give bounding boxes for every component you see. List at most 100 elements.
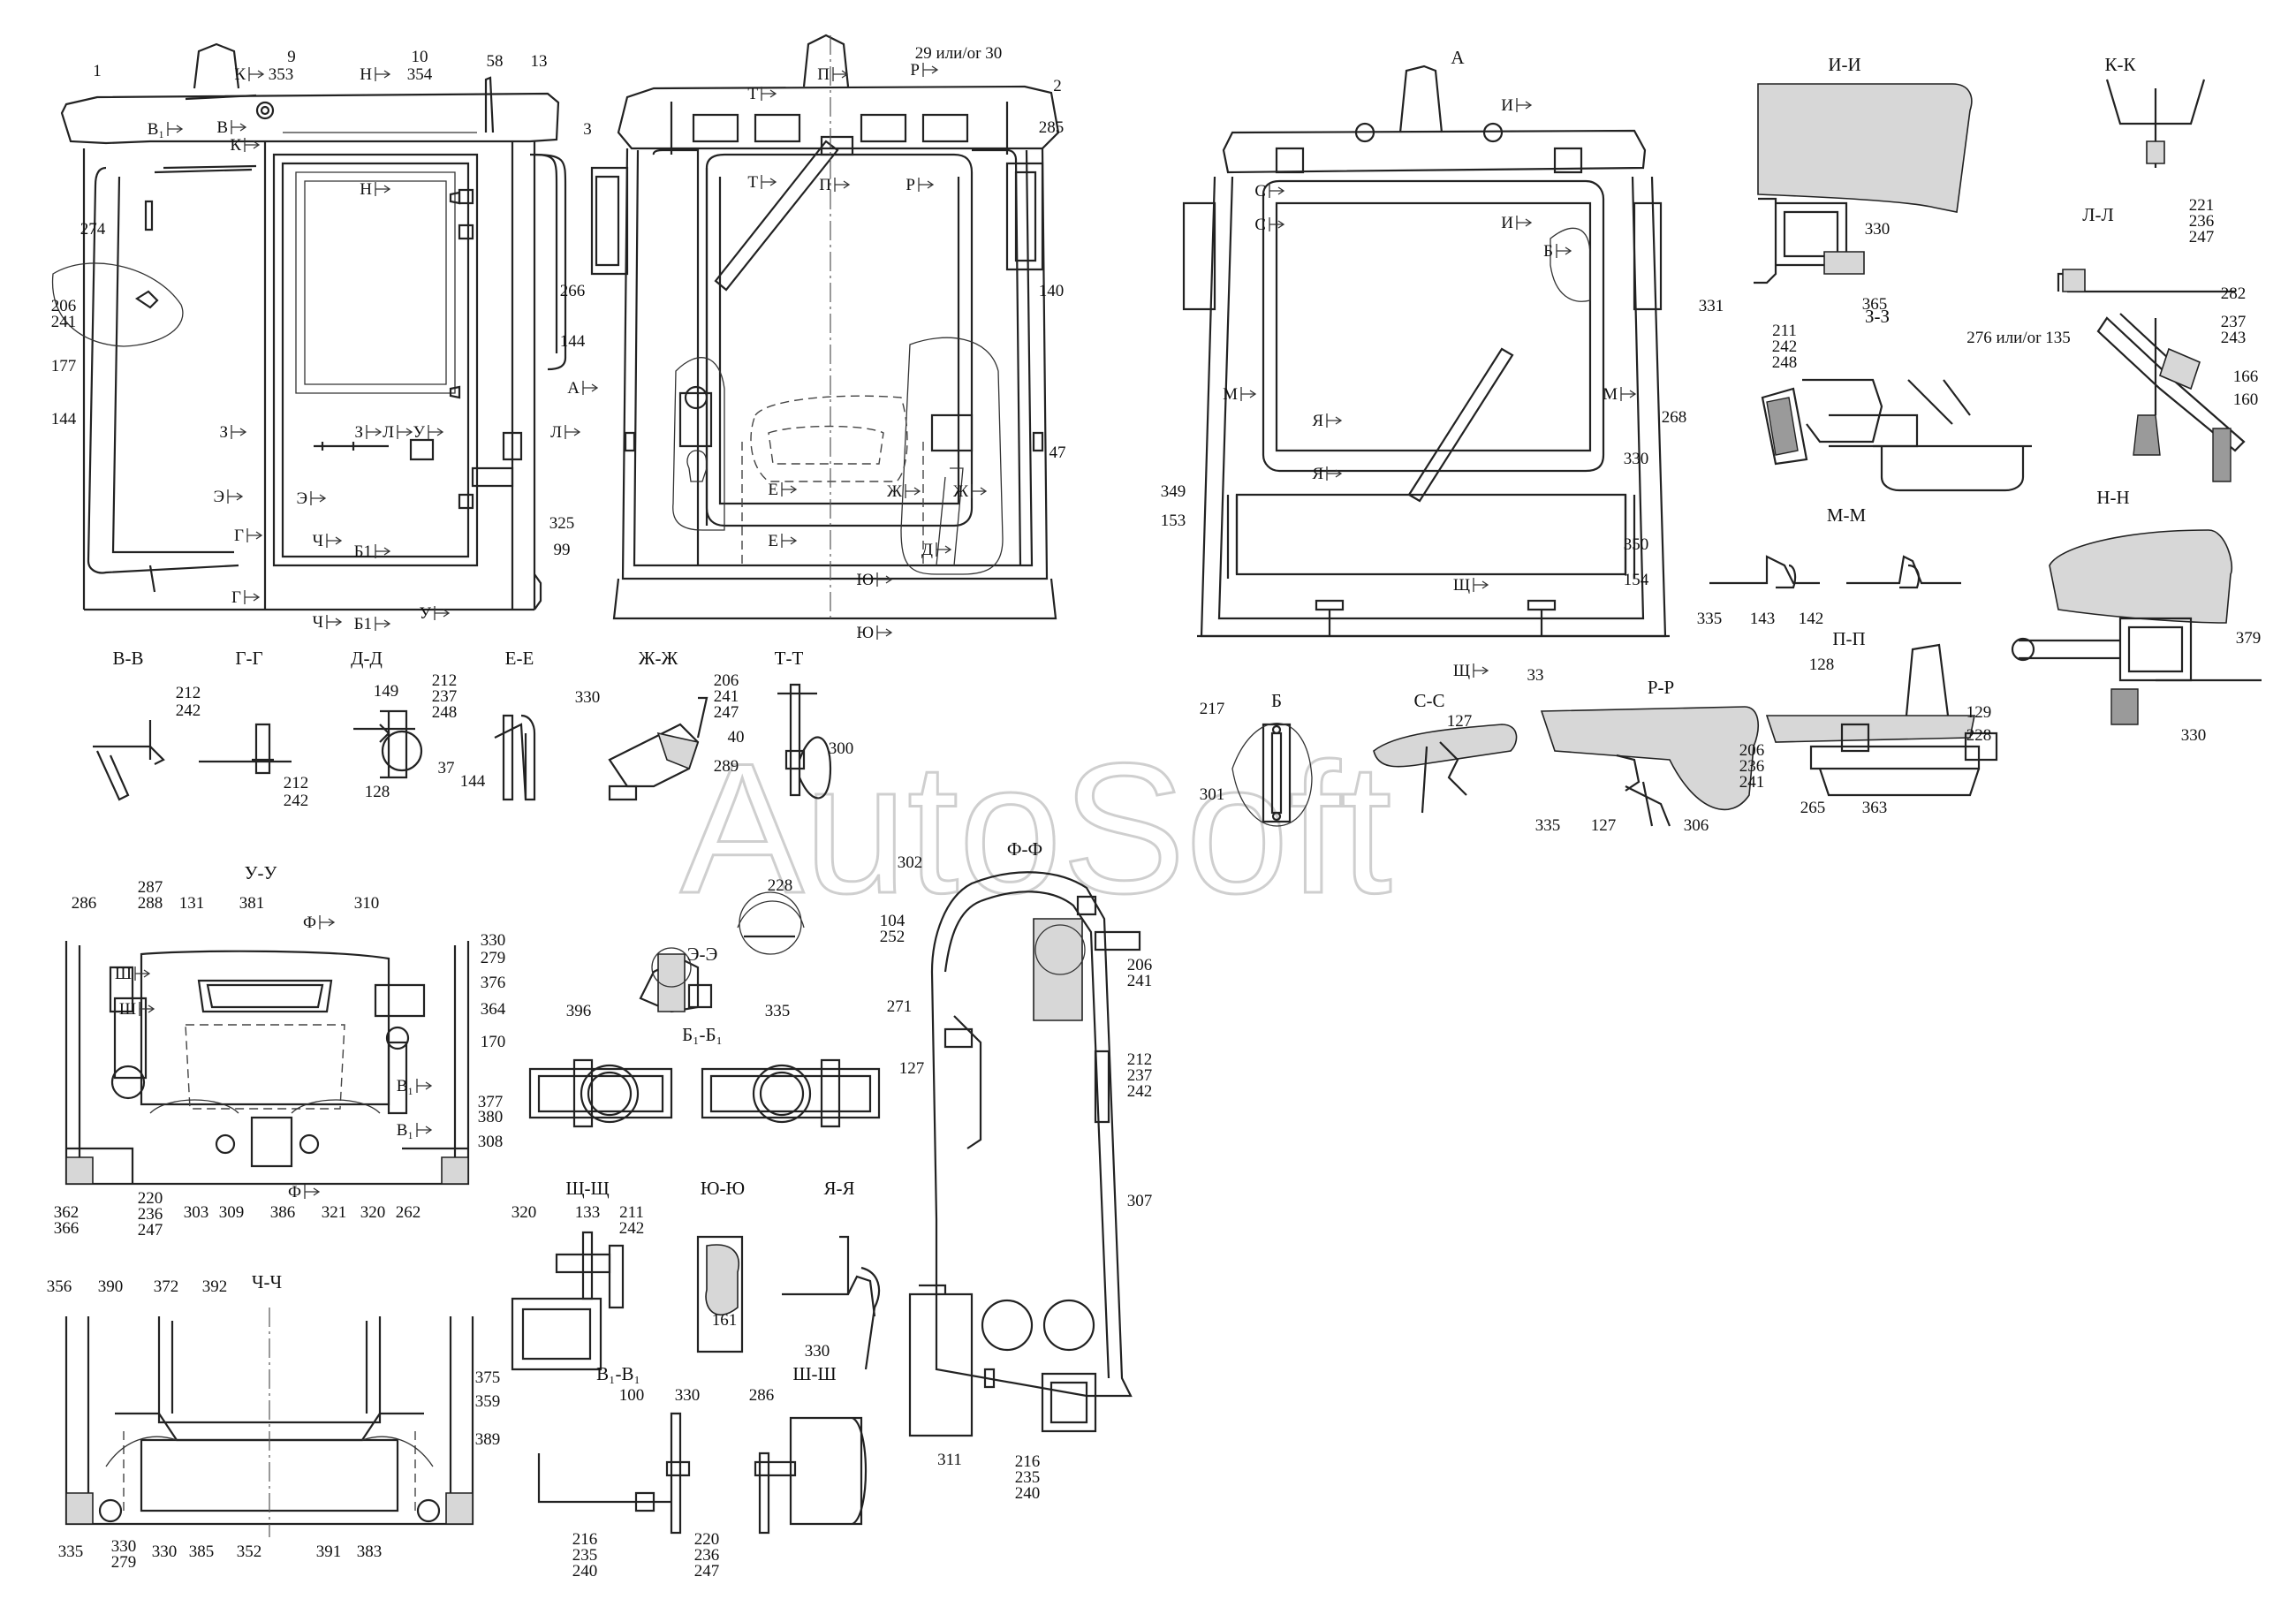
part-callout: 161 xyxy=(712,1311,738,1330)
cut-marker-letter: Щ xyxy=(1453,662,1470,680)
part-callout: 10 xyxy=(412,48,428,66)
section-yu-yu xyxy=(696,1235,744,1353)
part-callout: 320 xyxy=(511,1203,537,1222)
cut-marker-letter: Н xyxy=(360,65,372,84)
cut-marker-arrow xyxy=(319,915,336,929)
cut-marker-letter: Ч xyxy=(313,532,323,550)
cut-marker-letter: К xyxy=(230,136,241,155)
part-callout: 379 xyxy=(2236,629,2262,648)
cut-marker-arrow xyxy=(936,542,952,557)
part-callout: 99 xyxy=(554,541,571,559)
cut-marker-letter: Р xyxy=(910,61,920,80)
part-callout: 212 xyxy=(284,774,309,792)
part-callout: 212 xyxy=(176,684,201,702)
part-callout: 100 xyxy=(619,1386,645,1405)
cut-marker-letter: Н xyxy=(360,180,372,199)
cut-marker-arrow xyxy=(971,484,988,498)
cut-marker: Г xyxy=(231,588,261,607)
section-title-zz: З-З xyxy=(1865,306,1890,327)
part-callout: 220 xyxy=(138,1189,163,1208)
cut-marker: У xyxy=(420,604,451,623)
part-callout: 307 xyxy=(1127,1192,1153,1210)
section-title-nn: Н-Н xyxy=(2096,487,2129,508)
cut-marker-arrow xyxy=(428,425,444,439)
part-callout: 9 xyxy=(287,48,296,66)
cut-marker-arrow xyxy=(375,617,391,631)
part-callout: 383 xyxy=(357,1543,383,1561)
part-callout: 3 xyxy=(583,120,592,139)
part-callout: 228 xyxy=(768,876,793,895)
cut-marker-letter: З xyxy=(354,423,363,442)
cut-marker: Р xyxy=(906,176,935,194)
part-callout: 242 xyxy=(1127,1082,1153,1101)
cut-marker-letter: С xyxy=(1254,182,1266,201)
cut-marker-arrow xyxy=(397,425,413,439)
section-t-t xyxy=(777,683,832,800)
part-callout: 228 xyxy=(1966,726,1992,745)
section-title-yaya: Я-Я xyxy=(823,1178,854,1199)
part-callout: 288 xyxy=(138,894,163,913)
cut-marker-arrow xyxy=(1516,98,1533,112)
cut-marker-arrow xyxy=(139,1002,155,1016)
section-title-b1b1: Б₁-Б₁ xyxy=(682,1024,723,1045)
cut-marker: Ш xyxy=(119,1000,155,1019)
part-callout: 160 xyxy=(2233,390,2259,409)
section-m-m xyxy=(1709,555,1961,589)
section-e-e-2 xyxy=(639,891,805,1013)
cut-marker-arrow xyxy=(1620,387,1637,401)
cut-marker: Ж xyxy=(953,482,988,501)
cut-marker: Ю xyxy=(856,571,893,589)
cut-marker: Б1 xyxy=(354,615,391,633)
cut-marker-arrow xyxy=(1516,216,1533,230)
section-v-v xyxy=(93,720,165,801)
cut-marker: Я xyxy=(1312,465,1343,483)
part-callout: 359 xyxy=(475,1392,501,1411)
cut-marker: Е xyxy=(768,481,798,499)
cut-marker: С xyxy=(1254,182,1285,201)
cut-marker: Э xyxy=(296,489,327,508)
section-u-u xyxy=(64,941,470,1186)
section-n-n xyxy=(2011,529,2262,725)
cut-marker: К xyxy=(230,136,261,155)
part-callout: 131 xyxy=(179,894,205,913)
cut-marker-letter: В₁ xyxy=(397,1077,413,1095)
section-title-ff: Ф-Ф xyxy=(1007,838,1042,860)
section-ya-ya xyxy=(782,1235,881,1370)
cut-marker-letter: Г xyxy=(231,588,241,607)
part-callout: 235 xyxy=(1015,1468,1041,1487)
section-k-k xyxy=(2105,79,2206,168)
cut-marker-letter: П xyxy=(819,176,831,194)
part-callout: 144 xyxy=(560,332,586,351)
cut-marker: Ч xyxy=(313,532,343,550)
cut-marker: В xyxy=(216,118,247,137)
cut-marker-letter: Ш xyxy=(115,965,132,983)
cut-marker-arrow xyxy=(582,381,599,395)
cut-marker-arrow xyxy=(905,484,921,498)
section-i-i xyxy=(1754,83,1973,284)
part-callout: 271 xyxy=(887,997,913,1016)
cut-marker: Ш xyxy=(115,965,151,983)
cut-marker: Е xyxy=(768,532,798,550)
part-callout: 335 xyxy=(1697,610,1723,628)
part-callout: 206 xyxy=(1127,956,1153,974)
cut-marker-letter: М xyxy=(1603,385,1618,404)
part-callout: 37 xyxy=(438,759,455,777)
part-callout: 331 xyxy=(1699,297,1724,315)
cut-marker: И xyxy=(1501,214,1533,232)
cut-marker-letter: В xyxy=(216,118,228,137)
cut-marker: Л xyxy=(383,423,413,442)
cut-marker: Т xyxy=(747,173,777,192)
cut-marker: С xyxy=(1254,216,1285,234)
part-callout: 321 xyxy=(322,1203,347,1222)
cut-marker: Щ xyxy=(1453,662,1489,680)
part-callout: 237 xyxy=(432,687,458,706)
part-callout: 287 xyxy=(138,878,163,897)
cut-marker-letter: А xyxy=(567,379,580,398)
cut-marker-letter: К xyxy=(234,65,246,84)
cut-marker: Р xyxy=(910,61,939,80)
part-callout: 335 xyxy=(58,1543,84,1561)
section-zh-zh xyxy=(608,696,709,801)
